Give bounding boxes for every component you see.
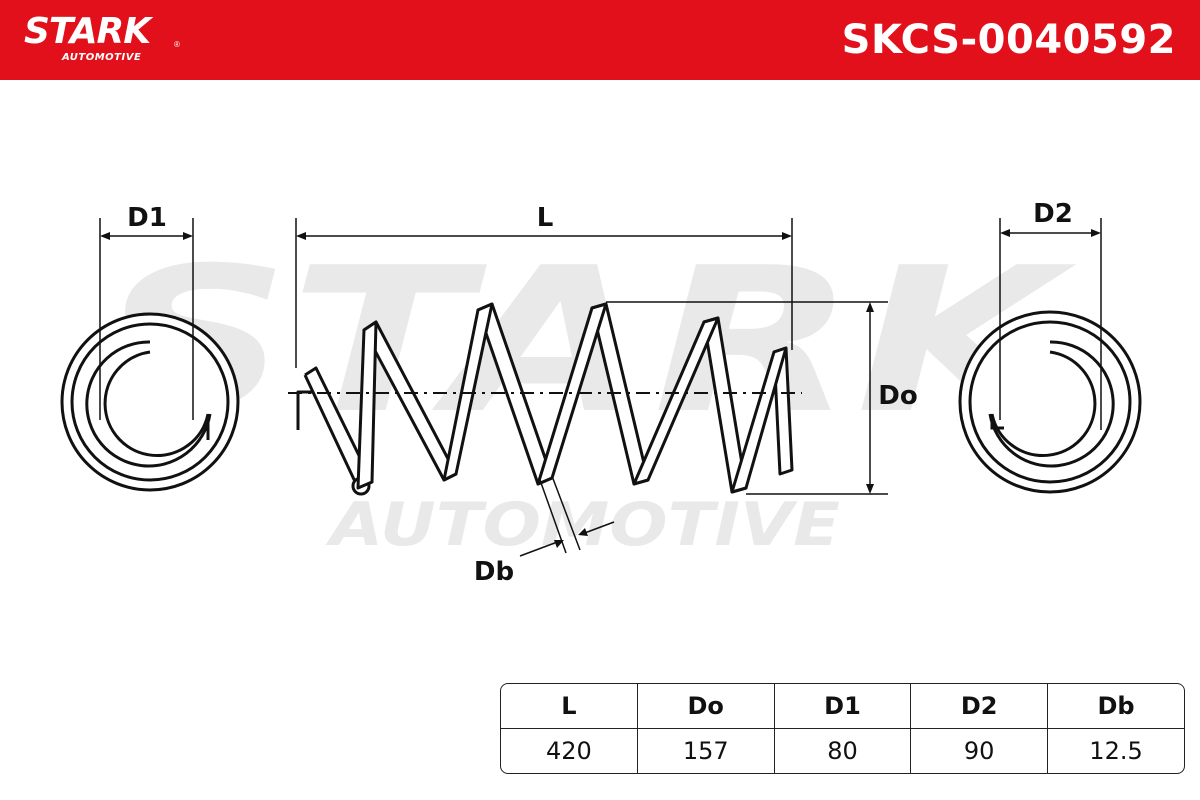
part-number: SKCS-0040592 bbox=[841, 17, 1176, 63]
dimension-d2 bbox=[999, 218, 1102, 430]
specs-value-l: 420 bbox=[501, 729, 638, 773]
specs-table: L Do D1 D2 Db 420 157 80 90 12.5 bbox=[500, 683, 1185, 774]
logo-brand: STARK bbox=[24, 11, 151, 52]
dimension-l bbox=[295, 218, 793, 368]
specs-value-d2: 90 bbox=[911, 729, 1049, 773]
spring-end-view-right bbox=[958, 310, 1142, 494]
logo-subtitle: AUTOMOTIVE bbox=[62, 52, 142, 63]
specs-value-db: 12.5 bbox=[1089, 737, 1143, 765]
stark-logo: STARK ® AUTOMOTIVE bbox=[24, 12, 184, 68]
label-l: L bbox=[537, 203, 554, 233]
specs-header-l: L bbox=[501, 684, 638, 729]
dimension-do bbox=[606, 301, 888, 495]
watermark-subtitle: AUTOMOTIVE bbox=[325, 490, 840, 560]
specs-header-d2: D2 bbox=[911, 684, 1049, 729]
spring-drawing: STARK AUTOMOTIVE ® D1 bbox=[60, 199, 1142, 587]
spring-end-view-left bbox=[60, 312, 240, 492]
label-db: Db bbox=[474, 557, 514, 587]
label-do: Do bbox=[878, 381, 917, 411]
watermark: STARK AUTOMOTIVE ® bbox=[100, 225, 1103, 560]
label-d1: D1 bbox=[127, 203, 167, 233]
logo-registered-mark: ® bbox=[174, 40, 180, 49]
specs-header-do: Do bbox=[637, 684, 775, 729]
specs-value-d1: 80 bbox=[775, 729, 912, 773]
specs-header-db: Db bbox=[1048, 684, 1184, 729]
specs-header-row: L Do D1 D2 Db bbox=[501, 684, 1184, 729]
specs-header-d1: D1 bbox=[774, 684, 912, 729]
header-bar: STARK ® AUTOMOTIVE SKCS-0040592 bbox=[0, 0, 1200, 80]
dimension-db bbox=[519, 475, 615, 557]
dimension-d1 bbox=[99, 218, 194, 420]
specs-value-row: 420 157 80 90 12.5 bbox=[501, 729, 1184, 773]
specs-value-do: 157 bbox=[638, 729, 775, 773]
label-d2: D2 bbox=[1033, 199, 1073, 229]
